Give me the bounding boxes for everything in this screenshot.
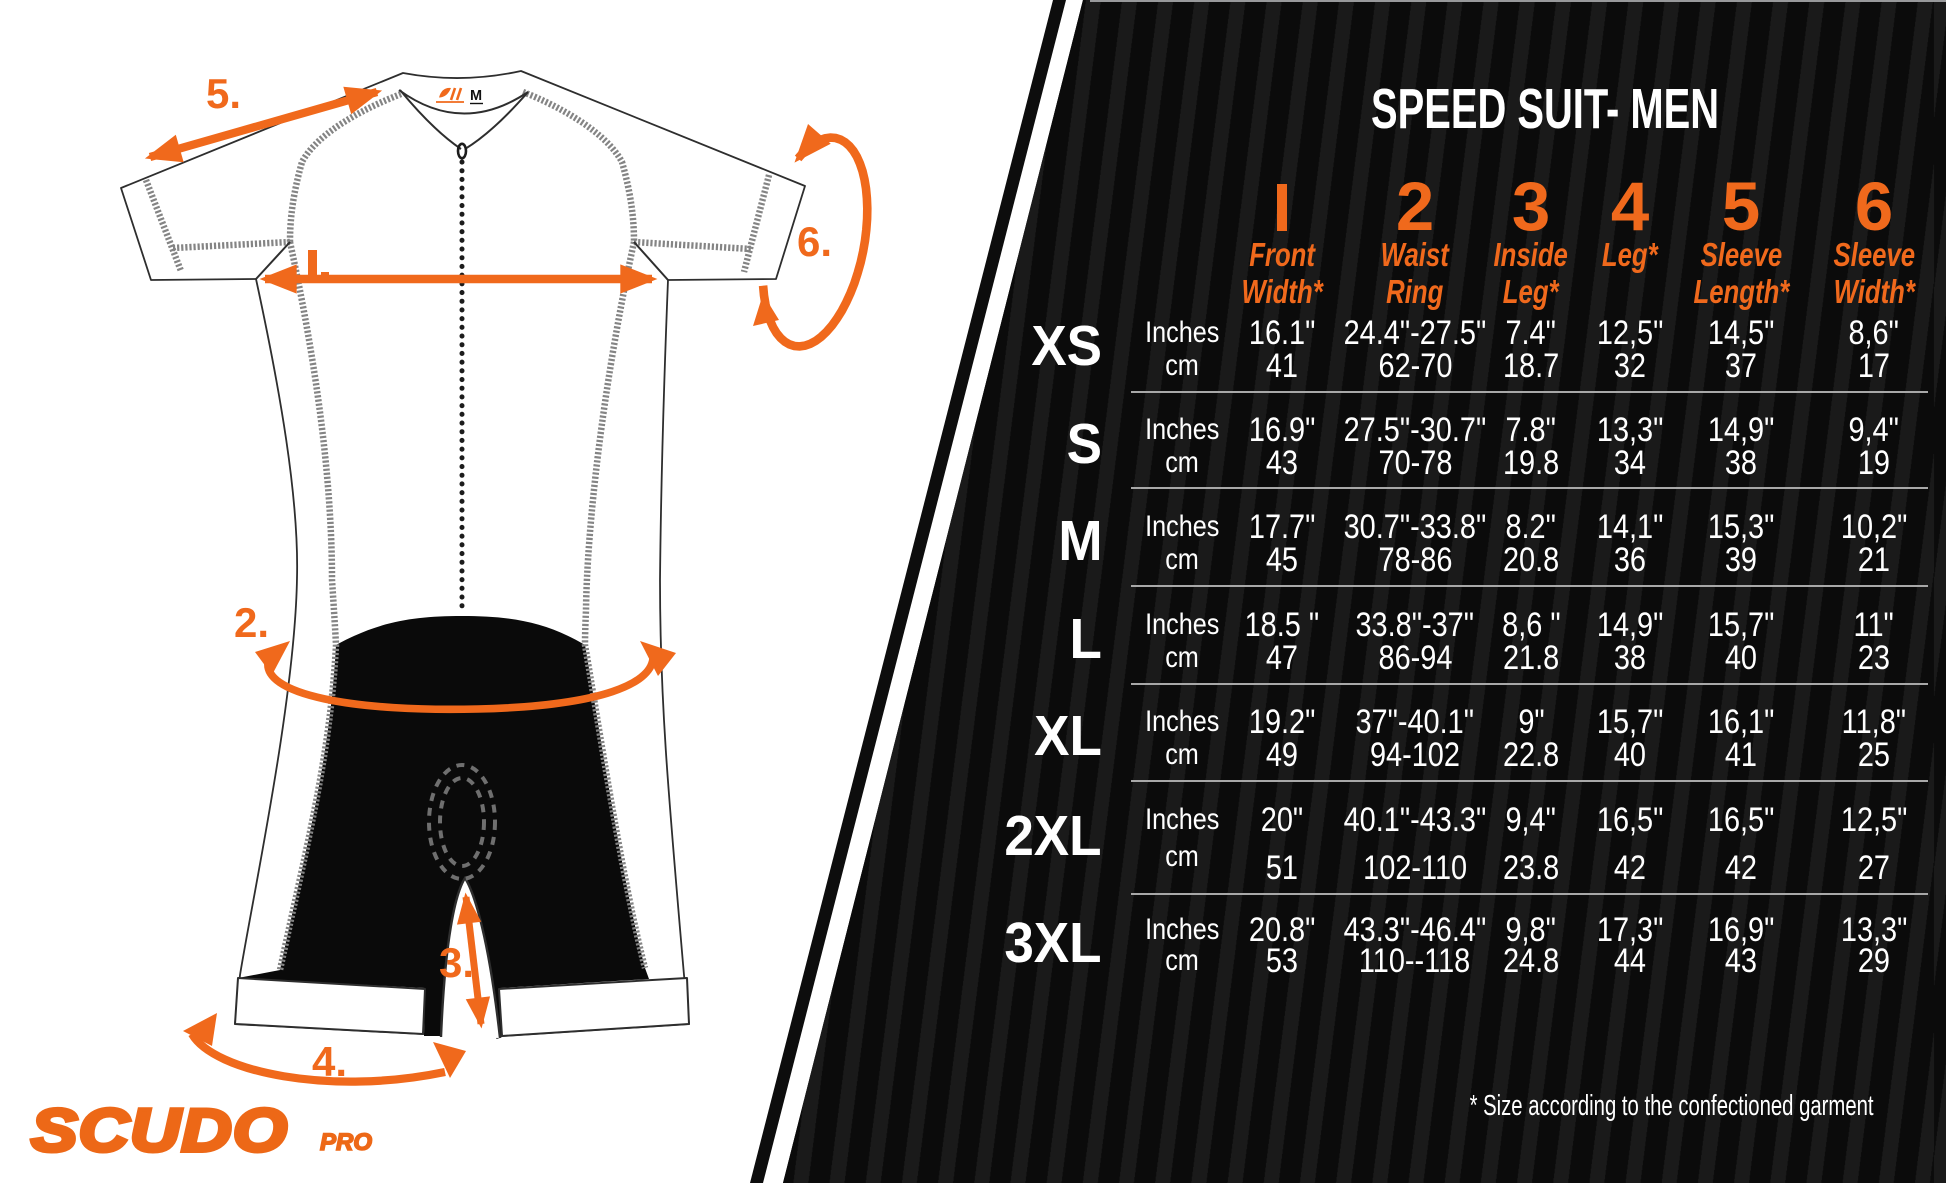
svg-text:SCUDO: SCUDO [31,1097,288,1164]
svg-text:3.: 3. [439,939,474,986]
svg-text:PRO: PRO [320,1129,372,1156]
svg-text:M: M [470,88,482,104]
svg-text:5.: 5. [206,70,241,117]
svg-text:2.: 2. [234,599,269,646]
svg-text:4.: 4. [312,1038,347,1085]
svg-text:6.: 6. [797,218,832,265]
